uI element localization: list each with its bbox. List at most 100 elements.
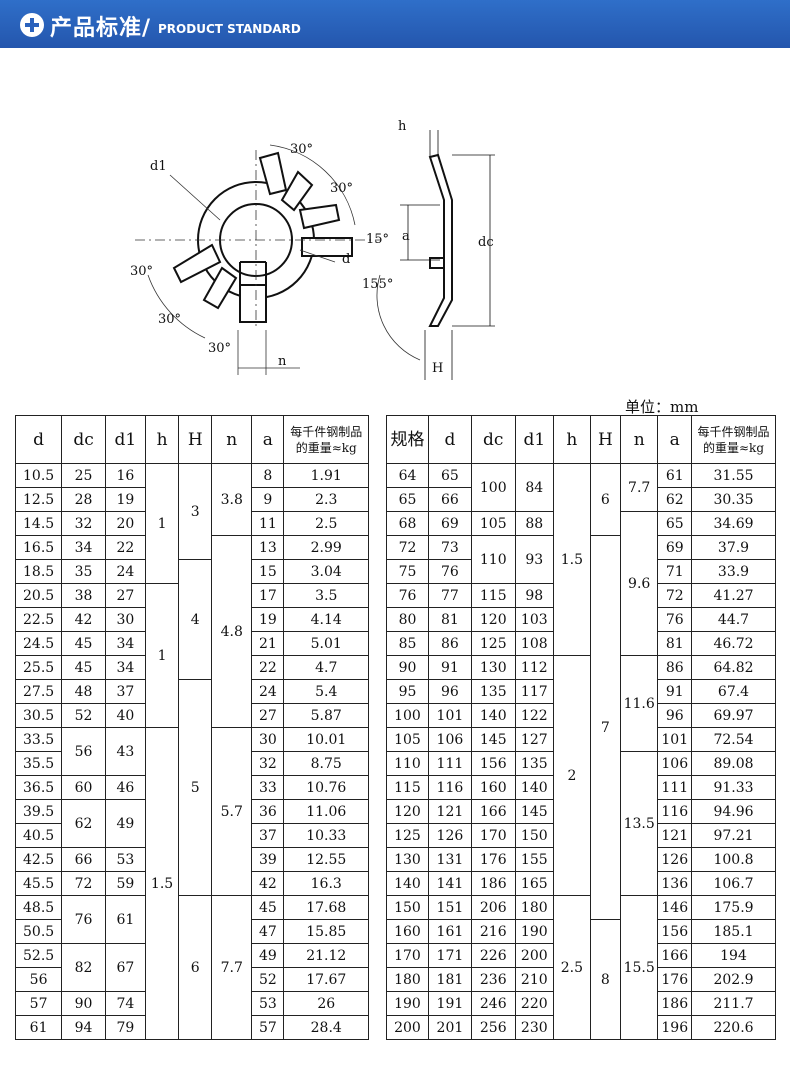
- table-cell: 106: [427, 727, 472, 752]
- table-cell: 14.5: [14, 511, 63, 536]
- table-cell: 20: [104, 511, 146, 536]
- right-header-2: dc: [470, 415, 516, 464]
- table-cell: 96: [657, 703, 693, 728]
- label-15: 15°: [366, 232, 389, 247]
- table-cell: 155: [514, 847, 554, 872]
- table-cell: 112: [514, 655, 554, 680]
- table-cell: 100: [386, 703, 429, 728]
- table-cell: 206: [470, 895, 516, 920]
- table-cell: 65: [657, 511, 693, 536]
- table-cell: 9: [251, 487, 285, 512]
- table-cell: 71: [657, 559, 693, 584]
- table-cell: 48.5: [14, 895, 63, 920]
- table-cell: 106.7: [691, 871, 776, 896]
- table-cell: 145: [470, 727, 516, 752]
- table-cell: 4.8: [211, 535, 253, 728]
- table-cell: 15.85: [283, 919, 369, 944]
- table-cell: 9.6: [619, 511, 659, 656]
- table-cell: 67: [104, 943, 146, 992]
- label-30-right: 30°: [330, 181, 353, 196]
- table-cell: 72.54: [691, 727, 776, 752]
- table-cell: 1.5: [552, 463, 591, 656]
- table-cell: 2.5: [552, 895, 591, 1040]
- table-cell: 160: [470, 775, 516, 800]
- table-cell: 117: [514, 679, 554, 704]
- table-cell: 2.99: [283, 535, 369, 560]
- table-cell: 88: [514, 511, 554, 536]
- table-cell: 211.7: [691, 991, 776, 1016]
- table-cell: 110: [386, 751, 429, 776]
- table-cell: 126: [427, 823, 472, 848]
- table-cell: 140: [514, 775, 554, 800]
- table-cell: 115: [386, 775, 429, 800]
- table-cell: 140: [470, 703, 516, 728]
- table-cell: 100: [470, 463, 516, 512]
- table-cell: 170: [386, 943, 429, 968]
- table-cell: 65: [386, 487, 429, 512]
- table-cell: 196: [657, 1015, 693, 1040]
- table-cell: 40: [104, 703, 146, 728]
- table-cell: 11: [251, 511, 285, 536]
- table-cell: 60: [61, 775, 106, 800]
- table-cell: 126: [657, 847, 693, 872]
- table-cell: 110: [470, 535, 516, 584]
- table-cell: 37: [251, 823, 285, 848]
- plus-circle-icon: [20, 13, 44, 37]
- table-cell: 33.9: [691, 559, 776, 584]
- label-dc: dc: [478, 235, 494, 250]
- table-cell: 190: [386, 991, 429, 1016]
- table-cell: 75: [386, 559, 429, 584]
- table-cell: 76: [61, 895, 106, 944]
- table-cell: 10.33: [283, 823, 369, 848]
- table-cell: 5.87: [283, 703, 369, 728]
- table-cell: 61: [657, 463, 693, 488]
- label-155: 155°: [362, 277, 393, 292]
- table-cell: 48: [61, 679, 106, 704]
- table-cell: 30.35: [691, 487, 776, 512]
- table-cell: 52.5: [14, 943, 63, 968]
- table-cell: 13.5: [619, 751, 659, 896]
- table-cell: 10.76: [283, 775, 369, 800]
- table-cell: 24.5: [14, 631, 63, 656]
- table-cell: 72: [61, 871, 106, 896]
- table-cell: 166: [657, 943, 693, 968]
- right-header-6: n: [619, 415, 659, 464]
- table-cell: 135: [470, 679, 516, 704]
- label-30-bottom-left: 30°: [158, 312, 181, 327]
- table-cell: 17.67: [283, 967, 369, 992]
- table-cell: 56: [14, 967, 63, 992]
- table-cell: 82: [61, 943, 106, 992]
- left-header-4: H: [178, 415, 213, 464]
- table-cell: 3.8: [211, 463, 253, 536]
- right-header-3: d1: [514, 415, 554, 464]
- label-H: H: [432, 361, 443, 376]
- table-cell: 100.8: [691, 847, 776, 872]
- table-cell: 57: [251, 1015, 285, 1040]
- label-30-left: 30°: [130, 264, 153, 279]
- table-cell: 5.4: [283, 679, 369, 704]
- table-cell: 3.04: [283, 559, 369, 584]
- table-cell: 53: [104, 847, 146, 872]
- table-cell: 49: [104, 799, 146, 848]
- table-cell: 25: [61, 463, 106, 488]
- table-cell: 45.5: [14, 871, 63, 896]
- header-title-en: PRODUCT STANDARD: [158, 22, 301, 36]
- table-cell: 38: [61, 583, 106, 608]
- table-cell: 103: [514, 607, 554, 632]
- table-cell: 150: [386, 895, 429, 920]
- table-cell: 68: [386, 511, 429, 536]
- table-cell: 24: [104, 559, 146, 584]
- table-cell: 165: [514, 871, 554, 896]
- table-cell: 176: [470, 847, 516, 872]
